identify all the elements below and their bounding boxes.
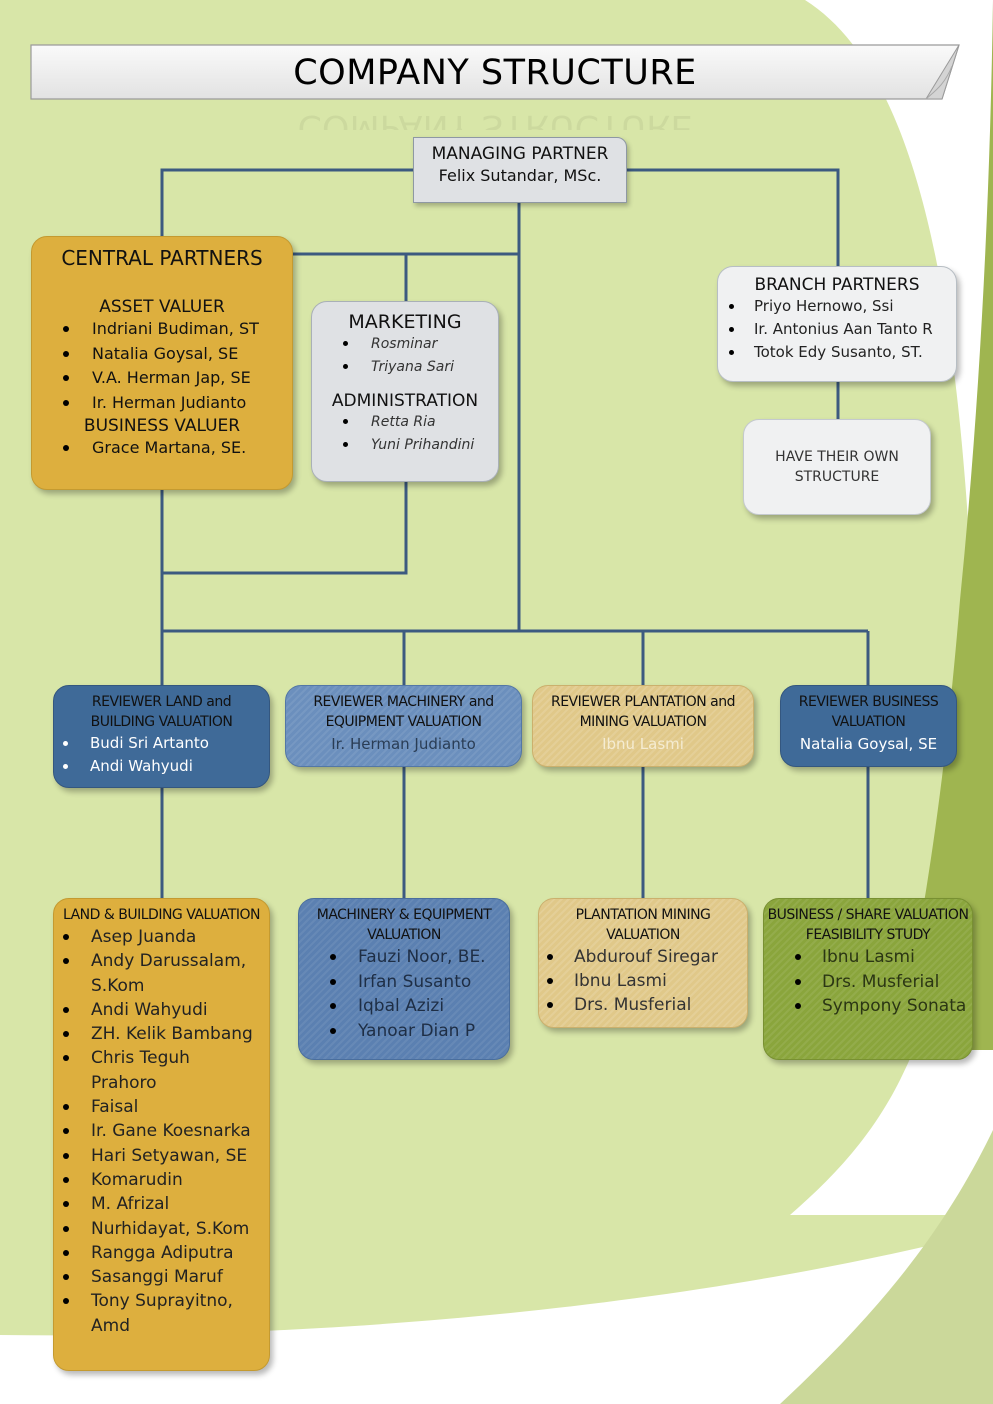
list-item: Abdurouf Siregar: [539, 945, 747, 969]
central-partners-box: CENTRAL PARTNERS ASSET VALUER Indriani B…: [31, 236, 293, 490]
branch-partners-box: BRANCH PARTNERS Priyo Hernowo, Ssi Ir. A…: [717, 266, 957, 382]
background-pale-green-corner: [780, 1130, 993, 1404]
list-item: Grace Martana, SE.: [32, 436, 292, 461]
business-valuer-heading: BUSINESS VALUER: [83, 416, 241, 436]
list-item: Andi Wahyudi: [54, 998, 269, 1022]
list-item: Natalia Goysal, SE: [32, 342, 292, 367]
reviewer-heading: REVIEWER MACHINERY and EQUIPMENT VALUATI…: [313, 694, 494, 730]
marketing-administration-box: MARKETING Rosminar Triyana Sari ADMINIST…: [311, 301, 499, 482]
list-item: Drs. Musferial: [539, 993, 747, 1017]
connector-marketing-down: [162, 482, 408, 575]
marketing-list: Rosminar Triyana Sari: [312, 333, 498, 379]
reviewer-plantation-mining-box: REVIEWER PLANTATION and MINING VALUATION…: [532, 685, 754, 767]
list-item: Iqbal Azizi: [299, 994, 509, 1019]
reviewer-heading: REVIEWER BUSINESS VALUATION: [798, 694, 939, 730]
managing-partner-heading: MANAGING PARTNER: [431, 144, 609, 164]
list-item: Yuni Prihandini: [312, 434, 498, 457]
reviewer-heading: REVIEWER PLANTATION and MINING VALUATION: [550, 694, 736, 730]
division-plantation-mining-box: PLANTATION MINING VALUATION Abdurouf Sir…: [538, 898, 748, 1028]
list-item: Andi Wahyudi: [54, 755, 269, 778]
list-item: Totok Edy Susanto, ST.: [718, 341, 956, 364]
reviewer-member: Ir. Herman Judianto: [331, 735, 476, 753]
marketing-heading: MARKETING: [348, 311, 462, 333]
page-title: COMPANY STRUCTURE: [293, 53, 697, 93]
list-item: Budi Sri Artanto: [54, 732, 269, 755]
list-item: Ibnu Lasmi: [539, 969, 747, 993]
list-item: Ir. Herman Judianto: [32, 391, 292, 416]
list-item: Ibnu Lasmi: [764, 945, 972, 970]
connector-to-marketing: [293, 252, 519, 301]
list-item: Ir. Gane Koesnarka: [54, 1119, 269, 1143]
reviewer-heading: REVIEWER LAND and BUILDING VALUATION: [90, 694, 233, 730]
reviewer-machinery-equipment-box: REVIEWER MACHINERY and EQUIPMENT VALUATI…: [285, 685, 522, 767]
managing-partner-name: Felix Sutandar, MSc.: [438, 166, 602, 185]
division-heading: LAND & BUILDING VALUATION: [62, 907, 261, 923]
reviewer-business-box: REVIEWER BUSINESS VALUATION Natalia Goys…: [780, 685, 957, 767]
division-land-building-box: LAND & BUILDING VALUATION Asep Juanda An…: [53, 898, 270, 1371]
list-item: Fauzi Noor, BE.: [299, 945, 509, 970]
list-item: Faisal: [54, 1095, 269, 1119]
division-members-list: Fauzi Noor, BE. Irfan Susanto Iqbal Aziz…: [299, 945, 509, 1043]
asset-valuer-heading: ASSET VALUER: [99, 297, 225, 317]
background-dark-green-shape: [895, 0, 993, 1050]
central-partners-heading: CENTRAL PARTNERS: [61, 246, 263, 270]
managing-partner-box: MANAGING PARTNER Felix Sutandar, MSc.: [413, 137, 627, 203]
list-item: Yanoar Dian P: [299, 1019, 509, 1044]
division-members-list: Ibnu Lasmi Drs. Musferial Sympony Sonata: [764, 945, 972, 1019]
administration-heading: ADMINISTRATION: [331, 391, 479, 411]
branch-partners-list: Priyo Hernowo, Ssi Ir. Antonius Aan Tant…: [718, 295, 956, 364]
branch-partners-heading: BRANCH PARTNERS: [754, 275, 920, 295]
list-item: Andy Darussalam, S.Kom: [54, 949, 269, 998]
administration-list: Retta Ria Yuni Prihandini: [312, 411, 498, 457]
list-item: Asep Juanda: [54, 925, 269, 949]
page-title-reflection: COMPANY STRUCTURE: [30, 100, 960, 130]
list-item: Tony Suprayitno, Amd: [54, 1289, 269, 1338]
reviewer-land-building-box: REVIEWER LAND and BUILDING VALUATION Bud…: [53, 685, 270, 788]
list-item: Hari Setyawan, SE: [54, 1144, 269, 1168]
branch-own-structure-note: HAVE THEIR OWN STRUCTURE: [743, 419, 931, 515]
title-banner: [30, 44, 960, 100]
list-item: Nurhidayat, S.Kom: [54, 1217, 269, 1241]
connector-mp-to-branch: [627, 168, 840, 267]
reviewer-member: Natalia Goysal, SE: [799, 735, 938, 753]
division-members-list: Abdurouf Siregar Ibnu Lasmi Drs. Musferi…: [539, 945, 747, 1017]
list-item: Rangga Adiputra: [54, 1241, 269, 1265]
list-item: Drs. Musferial: [764, 970, 972, 995]
division-heading: MACHINERY & EQUIPMENT VALUATION: [316, 907, 492, 943]
list-item: Sympony Sonata: [764, 994, 972, 1019]
list-item: Retta Ria: [312, 411, 498, 434]
background-white-swoosh: [790, 0, 993, 1215]
list-item: Chris Teguh Prahoro: [54, 1046, 269, 1095]
division-members-list: Asep Juanda Andy Darussalam, S.Kom Andi …: [54, 925, 269, 1338]
business-valuer-list: Grace Martana, SE.: [32, 436, 292, 461]
list-item: V.A. Herman Jap, SE: [32, 366, 292, 391]
list-item: Komarudin: [54, 1168, 269, 1192]
asset-valuer-list: Indriani Budiman, ST Natalia Goysal, SE …: [32, 317, 292, 415]
list-item: Priyo Hernowo, Ssi: [718, 295, 956, 318]
list-item: Indriani Budiman, ST: [32, 317, 292, 342]
connector-mp-to-central: [160, 168, 413, 237]
division-business-share-box: BUSINESS / SHARE VALUATION FEASIBILITY S…: [763, 898, 973, 1060]
list-item: Rosminar: [312, 333, 498, 356]
list-item: Sasanggi Maruf: [54, 1265, 269, 1289]
list-item: Triyana Sari: [312, 356, 498, 379]
list-item: Ir. Antonius Aan Tanto R: [718, 318, 956, 341]
division-heading: BUSINESS / SHARE VALUATION FEASIBILITY S…: [767, 907, 969, 943]
list-item: ZH. Kelik Bambang: [54, 1022, 269, 1046]
division-heading: PLANTATION MINING VALUATION: [575, 907, 711, 943]
division-machinery-equipment-box: MACHINERY & EQUIPMENT VALUATION Fauzi No…: [298, 898, 510, 1060]
reviewer-members-list: Budi Sri Artanto Andi Wahyudi: [54, 732, 269, 778]
page-title-reflection-text: COMPANY STRUCTURE: [297, 107, 693, 130]
list-item: Irfan Susanto: [299, 970, 509, 995]
list-item: M. Afrizal: [54, 1192, 269, 1216]
reviewer-member: Ibnu Lasmi: [602, 735, 684, 753]
